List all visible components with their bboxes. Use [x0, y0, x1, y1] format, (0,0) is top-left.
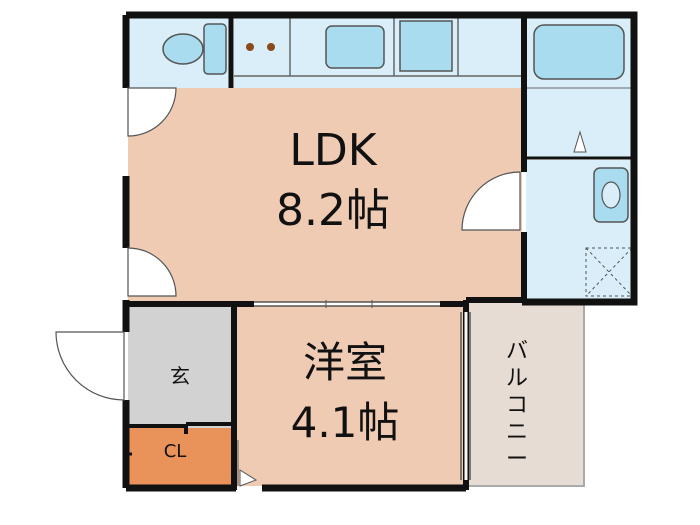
entrance-door-swing	[55, 331, 125, 401]
western-room-label: 洋室	[302, 338, 387, 387]
closet-floor	[128, 428, 232, 486]
entrance-label: 玄	[170, 364, 190, 388]
closet-label: CL	[163, 441, 187, 462]
western-room-area: 4.1帖	[290, 398, 400, 447]
washing-machine-cross	[585, 247, 633, 297]
balcony-label: バルコニー	[505, 339, 528, 472]
washroom-door-swing	[461, 171, 521, 231]
fridge-icon	[399, 20, 453, 72]
toilet-tank-icon	[203, 23, 227, 75]
ldk-door-swing	[127, 247, 177, 297]
washing-machine-space-icon	[585, 247, 633, 297]
ldk-room-area: 8.2帖	[276, 185, 390, 236]
washing-machine-cross	[585, 247, 633, 297]
closet-door-marker	[239, 469, 258, 487]
ldk-floor	[128, 88, 522, 302]
sink-icon	[325, 25, 385, 69]
balcony-area	[465, 301, 585, 487]
bath-door-marker	[573, 130, 587, 153]
entrance-floor	[128, 306, 232, 424]
basin-bowl-icon	[601, 181, 621, 209]
toilet-door-swing	[127, 87, 177, 137]
bathtub-icon	[533, 24, 625, 80]
ldk-room-label: LDK	[289, 125, 377, 176]
stove-burner-icon	[267, 43, 275, 51]
stove-burner-icon	[246, 43, 254, 51]
western-room-floor	[236, 306, 464, 486]
toilet-bowl-icon	[162, 33, 204, 65]
